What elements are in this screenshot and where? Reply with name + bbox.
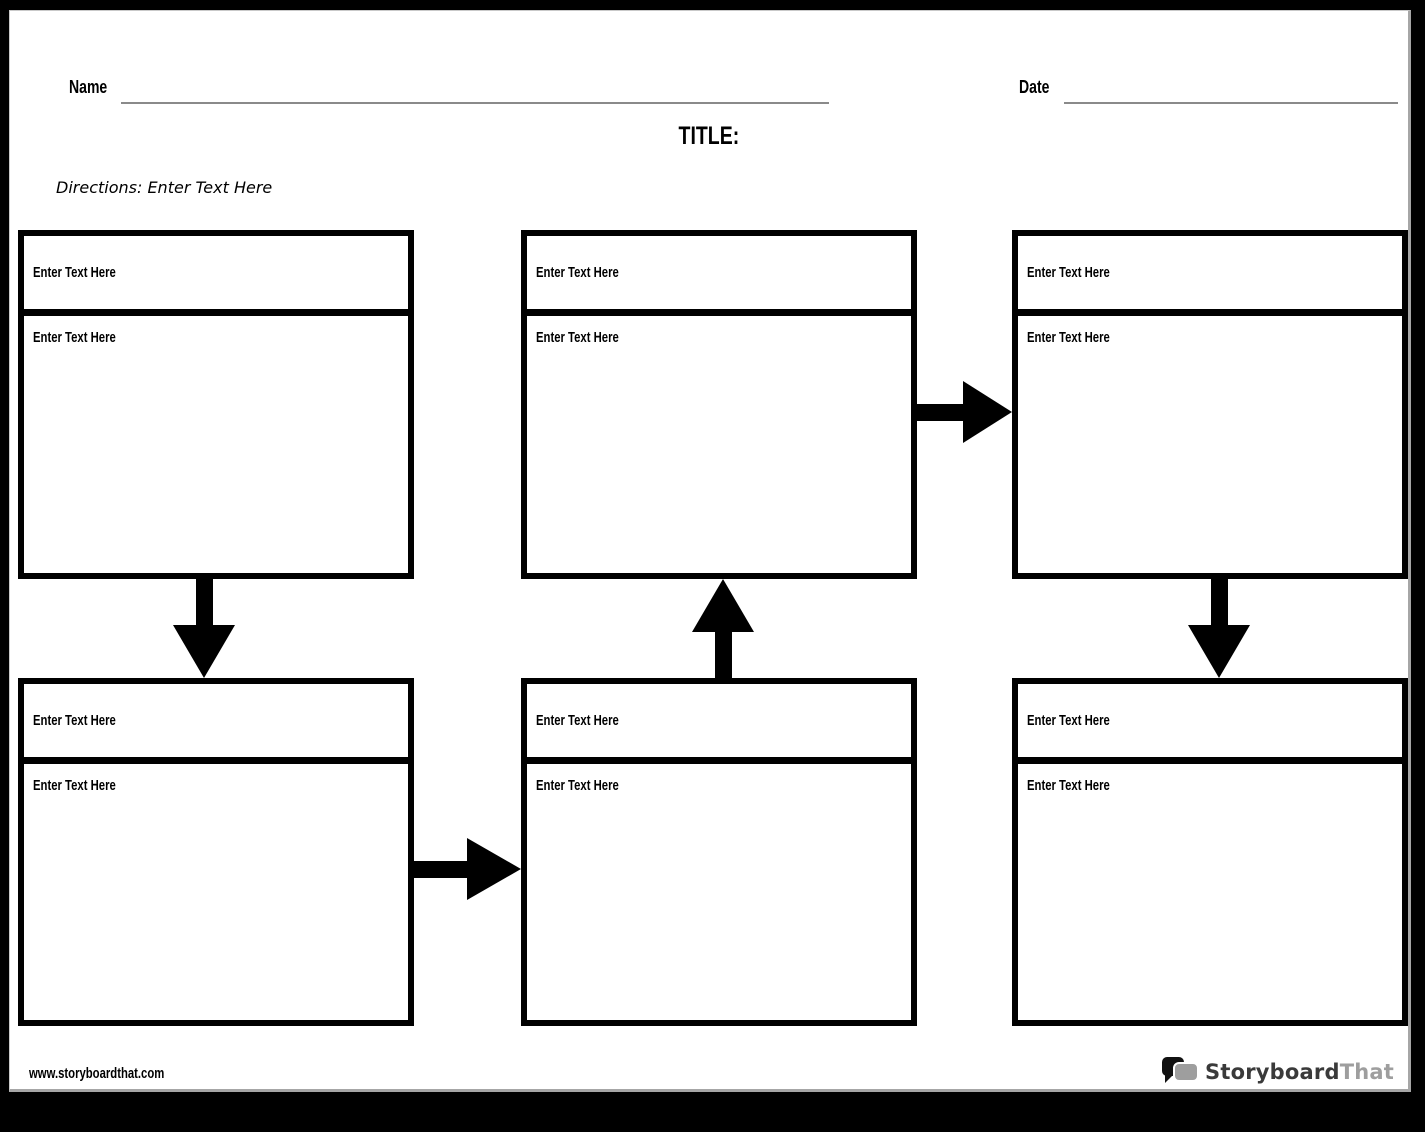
arrow-stem xyxy=(196,579,213,626)
arrow-head xyxy=(692,579,754,632)
name-field-line xyxy=(121,102,829,104)
box2-title-placeholder[interactable]: Enter Text Here xyxy=(536,264,619,281)
website-url: www.storyboardthat.com xyxy=(29,1066,202,1082)
logo-text: StoryboardThat xyxy=(1205,1060,1394,1084)
flow-box-4: Enter Text Here Enter Text Here xyxy=(18,678,414,1026)
arrow-stem xyxy=(715,631,732,678)
box4-description-placeholder[interactable]: Enter Text Here xyxy=(33,778,116,794)
name-label: Name xyxy=(69,77,118,98)
worksheet-page: Name Date TITLE: Directions: Enter Text … xyxy=(9,10,1411,1092)
flow-box-5: Enter Text Here Enter Text Here xyxy=(521,678,917,1026)
storyboardthat-logo: StoryboardThat xyxy=(1162,1052,1394,1092)
speech-bubble-tail xyxy=(1165,1074,1175,1083)
box1-description-placeholder[interactable]: Enter Text Here xyxy=(33,330,116,346)
arrow-head xyxy=(963,381,1012,443)
box1-title-field[interactable]: Enter Text Here xyxy=(24,236,408,316)
box1-description-field[interactable]: Enter Text Here xyxy=(24,316,408,347)
flow-box-3: Enter Text Here Enter Text Here xyxy=(1012,230,1408,579)
arrow-head xyxy=(1188,625,1250,678)
box4-title-placeholder[interactable]: Enter Text Here xyxy=(33,712,116,729)
box6-title-placeholder[interactable]: Enter Text Here xyxy=(1027,712,1110,729)
box5-title-field[interactable]: Enter Text Here xyxy=(527,684,911,764)
website-url-text: www.storyboardthat.com xyxy=(29,1066,165,1082)
flow-box-1: Enter Text Here Enter Text Here xyxy=(18,230,414,579)
box2-description-placeholder[interactable]: Enter Text Here xyxy=(536,330,619,346)
name-label-text: Name xyxy=(69,77,108,97)
box5-description-placeholder[interactable]: Enter Text Here xyxy=(536,778,619,794)
arrow-stem xyxy=(1211,579,1228,626)
box3-title-placeholder[interactable]: Enter Text Here xyxy=(1027,264,1110,281)
arrow-head xyxy=(173,625,235,678)
box2-description-field[interactable]: Enter Text Here xyxy=(527,316,911,347)
date-field-line xyxy=(1064,102,1398,104)
date-label: Date xyxy=(1019,77,1058,98)
flow-box-6: Enter Text Here Enter Text Here xyxy=(1012,678,1408,1026)
page-title-text: TITLE: xyxy=(678,122,740,150)
box2-title-field[interactable]: Enter Text Here xyxy=(527,236,911,316)
arrow-stem xyxy=(917,404,964,421)
date-label-text: Date xyxy=(1019,77,1050,97)
box5-title-placeholder[interactable]: Enter Text Here xyxy=(536,712,619,729)
box6-description-placeholder[interactable]: Enter Text Here xyxy=(1027,778,1110,794)
box4-description-field[interactable]: Enter Text Here xyxy=(24,764,408,795)
box5-description-field[interactable]: Enter Text Here xyxy=(527,764,911,795)
logo-text-secondary: That xyxy=(1339,1060,1394,1084)
box1-title-placeholder[interactable]: Enter Text Here xyxy=(33,264,116,281)
arrow-head xyxy=(467,838,521,900)
page-title: TITLE: xyxy=(10,122,1408,151)
box3-description-field[interactable]: Enter Text Here xyxy=(1018,316,1402,347)
box3-title-field[interactable]: Enter Text Here xyxy=(1018,236,1402,316)
arrow-stem xyxy=(414,861,468,878)
logo-text-primary: Storyboard xyxy=(1205,1060,1340,1084)
speech-bubbles-icon xyxy=(1162,1054,1202,1090)
box3-description-placeholder[interactable]: Enter Text Here xyxy=(1027,330,1110,346)
box6-title-field[interactable]: Enter Text Here xyxy=(1018,684,1402,764)
speech-bubble-gray xyxy=(1173,1062,1200,1082)
box4-title-field[interactable]: Enter Text Here xyxy=(24,684,408,764)
flow-box-2: Enter Text Here Enter Text Here xyxy=(521,230,917,579)
directions-text: Directions: Enter Text Here xyxy=(56,178,273,197)
box6-description-field[interactable]: Enter Text Here xyxy=(1018,764,1402,795)
